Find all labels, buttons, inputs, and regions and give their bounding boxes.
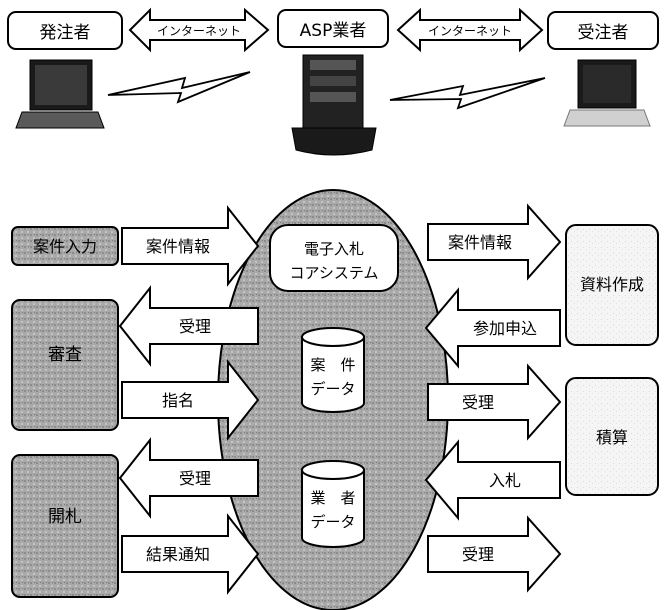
lightning-right-icon (389, 77, 546, 110)
internet-right-label: インターネット (428, 24, 512, 38)
opening-box: 開札 (11, 454, 119, 598)
arrow-right-apply-label: 参加申込 (473, 319, 537, 338)
arrow-right-accept-2-label: 受理 (462, 545, 494, 564)
arrow-left-case-info-label: 案件情報 (146, 237, 210, 256)
arrow-right-bid: 入札 (424, 439, 561, 521)
arrow-right-bid-label: 入札 (489, 471, 521, 490)
case-data-line2: データ (310, 380, 355, 398)
orderer-laptop-icon (15, 59, 105, 129)
arrow-left-nominate-label: 指名 (162, 391, 194, 410)
core-system-line2: コアシステム (290, 264, 379, 282)
arrow-left-accept-2-label: 受理 (179, 469, 211, 488)
estimate-label: 積算 (596, 428, 628, 447)
arrow-left-result-label: 結果通知 (146, 545, 210, 564)
lightning-left-icon (107, 71, 251, 104)
contractor-label: 受注者 (578, 23, 629, 43)
case-data-cylinder: 案 件 データ (301, 327, 365, 413)
contractor-laptop-icon (563, 59, 651, 127)
arrow-left-accept-2: 受理 (118, 437, 259, 519)
arrow-right-case-info-label: 案件情報 (448, 233, 512, 252)
core-system-box: 電子入札 コアシステム (269, 224, 399, 292)
core-system-line1: 電子入札 (304, 240, 364, 258)
asp-box: ASP業者 (277, 9, 389, 48)
opening-label: 開札 (48, 507, 82, 527)
asp-label: ASP業者 (300, 21, 367, 41)
arrow-left-accept-1-label: 受理 (179, 317, 211, 336)
internet-arrow-left: インターネット (128, 7, 270, 53)
internet-arrow-right: インターネット (396, 7, 544, 53)
arrow-right-case-info: 案件情報 (427, 203, 562, 281)
case-data-line1: 案 件 (310, 356, 355, 374)
arrow-left-result: 結果通知 (121, 513, 260, 595)
case-input-label: 案件入力 (33, 237, 97, 256)
arrow-left-case-info: 案件情報 (121, 205, 260, 287)
vendor-data-line2: データ (310, 513, 355, 531)
review-box: 審査 (11, 299, 119, 431)
arrow-right-accept-1: 受理 (427, 363, 562, 441)
arrow-left-nominate: 指名 (121, 359, 260, 441)
doc-creation-label: 資料作成 (580, 275, 644, 294)
vendor-data-line1: 業 者 (310, 489, 355, 507)
contractor-box: 受注者 (547, 11, 659, 50)
arrow-left-accept-1: 受理 (118, 285, 259, 367)
vendor-data-cylinder: 業 者 データ (301, 460, 365, 548)
case-input-box: 案件入力 (11, 226, 119, 266)
asp-server-icon (291, 54, 377, 156)
orderer-label: 発注者 (40, 23, 91, 43)
estimate-box: 積算 (565, 377, 659, 496)
orderer-box: 発注者 (7, 11, 123, 50)
internet-left-label: インターネット (157, 24, 241, 38)
arrow-right-apply: 参加申込 (424, 287, 561, 369)
doc-creation-box: 資料作成 (565, 224, 659, 346)
arrow-right-accept-1-label: 受理 (462, 393, 494, 412)
arrow-right-accept-2: 受理 (427, 515, 562, 593)
review-label: 審査 (48, 345, 82, 365)
